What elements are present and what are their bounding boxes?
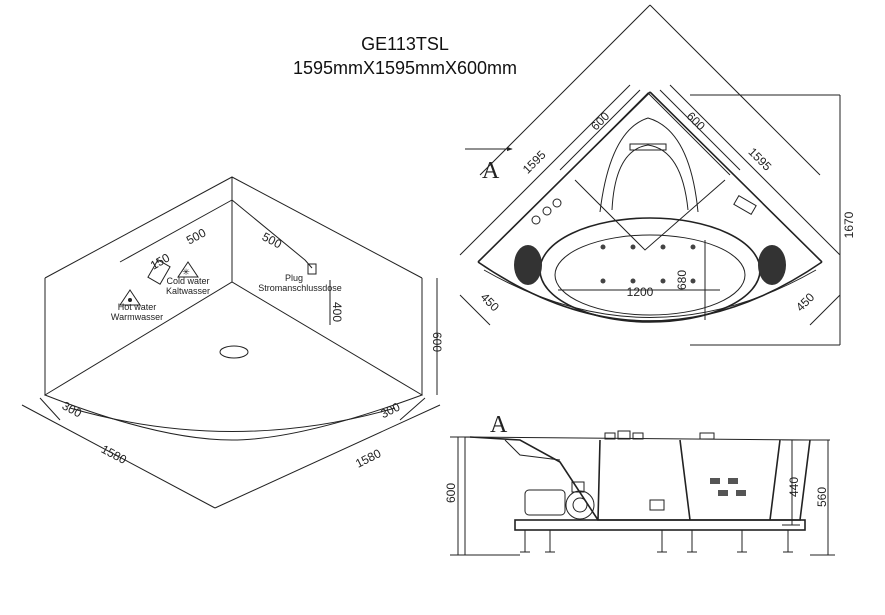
tray-front-edge [69,407,396,432]
svg-text:Plug: Plug [285,273,303,283]
pump-motor [524,481,595,520]
svg-text:Hot water: Hot water [118,302,157,312]
svg-text:680: 680 [675,270,689,290]
svg-text:✳: ✳ [182,267,190,277]
water-connection-box [147,259,171,285]
svg-text:1670: 1670 [842,211,856,238]
dim-right-length: 1580 [353,446,383,471]
svg-text:1595: 1595 [745,145,774,174]
drawing-dimensions: 1595mmX1595mmX600mm [292,58,518,78]
dim-plug-height: 400 [330,302,344,322]
svg-text:Stromanschlussdose: Stromanschlussdose [258,283,342,293]
svg-text:560: 560 [815,487,829,507]
headrest-left [514,245,542,285]
legs [520,530,793,553]
svg-text:600: 600 [444,483,458,503]
svg-text:Kaltwasser: Kaltwasser [166,286,210,296]
svg-text:450: 450 [478,290,502,314]
side-view: A 600 440 560 [444,412,835,556]
shower-tray-floor [43,281,424,441]
hot-water-warning-icon [119,289,141,306]
svg-text:1595: 1595 [520,148,549,177]
drawing-title: GE113TSL [361,34,449,54]
svg-text:440: 440 [787,477,801,497]
cold-water-warning-icon [177,261,199,278]
dim-height: 600 [430,332,444,352]
svg-text:1200: 1200 [627,285,654,299]
plan-view: A 1595 1595 600 600 450 450 1670 1200 68… [459,4,856,346]
svg-text:A: A [482,158,500,184]
room-installation-view: ✳ 1580 1580 300 300 600 400 500 500 150 … [21,176,444,509]
dim-wall-right: 500 [260,230,285,252]
base-frame [514,519,806,531]
plug-socket [307,263,317,275]
svg-text:450: 450 [793,290,817,314]
svg-text:A: A [490,412,508,438]
headrest-right [758,245,786,285]
svg-text:Cold water: Cold water [166,276,209,286]
svg-text:Warmwasser: Warmwasser [111,312,163,322]
dim-wall-left: 500 [184,225,209,247]
dim-left-length: 1580 [99,442,129,467]
basin [539,217,761,323]
room-walls [44,176,423,395]
drain [219,345,249,359]
svg-text:600: 600 [588,109,612,133]
